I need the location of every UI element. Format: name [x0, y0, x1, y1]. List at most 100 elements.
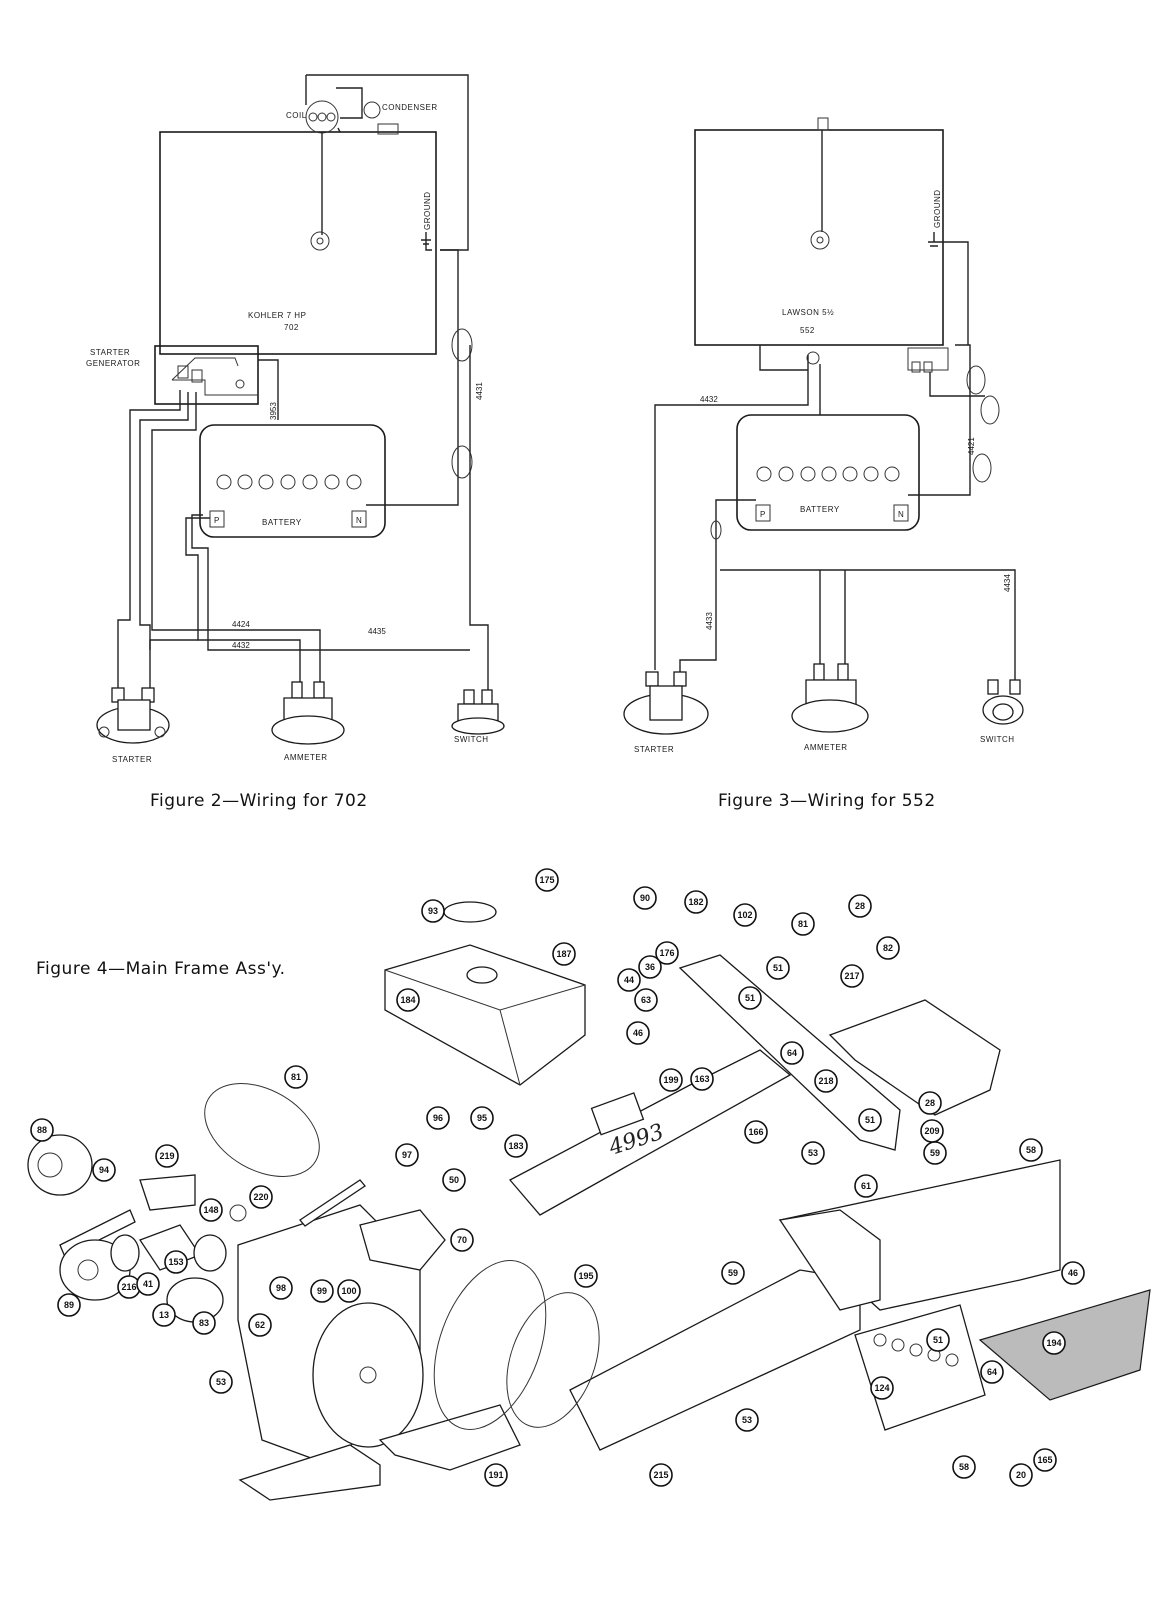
callout-circle	[450, 1228, 474, 1252]
callout-163: 163	[690, 1067, 714, 1091]
callout-number: 199	[663, 1075, 678, 1085]
callout-number: 165	[1037, 1455, 1052, 1465]
callout-circle	[1019, 1138, 1043, 1162]
switch-icon-552	[982, 679, 1024, 725]
wire-4434: 4434	[1003, 574, 1012, 592]
callout-53: 53	[801, 1141, 825, 1165]
fuel-tank	[384, 944, 586, 1086]
callout-circle	[574, 1264, 598, 1288]
callout-number: 13	[159, 1310, 169, 1320]
label-starter-generator-1: STARTER	[90, 348, 130, 357]
engine-terminal-icon	[310, 231, 330, 251]
callout-64: 64	[980, 1360, 1004, 1384]
callout-number: 209	[924, 1126, 939, 1136]
callout-number: 28	[855, 901, 865, 911]
callout-number: 61	[861, 1181, 871, 1191]
callout-circle	[199, 1198, 223, 1222]
callout-circle	[870, 1376, 894, 1400]
callout-number: 90	[640, 893, 650, 903]
callout-number: 53	[216, 1377, 226, 1387]
label-ground-552: GROUND	[933, 189, 942, 228]
callout-89: 89	[57, 1293, 81, 1317]
coupler-153	[193, 1234, 227, 1272]
callout-number: 215	[653, 1470, 668, 1480]
engine-base	[238, 1444, 381, 1501]
callout-number: 81	[291, 1072, 301, 1082]
callout-194: 194	[1042, 1331, 1066, 1355]
wire-4433: 4433	[705, 612, 714, 630]
callout-124: 124	[870, 1376, 894, 1400]
callout-circle	[30, 1118, 54, 1142]
callout-number: 220	[253, 1192, 268, 1202]
callout-216: 216	[117, 1275, 141, 1299]
callout-46: 46	[1061, 1261, 1085, 1285]
spring-216	[110, 1234, 140, 1272]
callout-number: 195	[578, 1271, 593, 1281]
callout-circle	[552, 942, 576, 966]
callout-circle	[535, 868, 559, 892]
callout-62: 62	[248, 1313, 272, 1337]
callout-219: 219	[155, 1144, 179, 1168]
callout-circle	[735, 1408, 759, 1432]
label-ammeter-702: AMMETER	[284, 753, 328, 762]
callout-number: 217	[844, 971, 859, 981]
callout-circle	[1061, 1261, 1085, 1285]
wire-4432-552: 4432	[700, 395, 718, 404]
callout-circle	[690, 1067, 714, 1091]
engine-box-702	[159, 131, 437, 355]
callout-circle	[780, 1041, 804, 1065]
callout-circle	[721, 1261, 745, 1285]
pulley-88	[27, 1134, 93, 1196]
callout-circle	[395, 1143, 419, 1167]
engine-flywheel	[312, 1302, 424, 1448]
callout-circle	[848, 894, 872, 918]
callout-circle	[733, 903, 757, 927]
callout-36: 36	[638, 955, 662, 979]
callout-circle	[684, 890, 708, 914]
callout-96: 96	[426, 1106, 450, 1130]
elbow-219	[139, 1174, 196, 1211]
callout-165: 165	[1033, 1448, 1057, 1472]
callout-circle	[617, 968, 641, 992]
callout-51: 51	[926, 1328, 950, 1352]
callout-220: 220	[249, 1185, 273, 1209]
callout-199: 199	[659, 1068, 683, 1092]
label-condenser: CONDENSER	[382, 103, 438, 112]
label-engine-702: 702	[284, 323, 299, 332]
callout-circle	[858, 1108, 882, 1132]
label-engine-kohler: KOHLER 7 HP	[248, 311, 306, 320]
callout-41: 41	[136, 1272, 160, 1296]
callout-93: 93	[421, 899, 445, 923]
callout-94: 94	[92, 1158, 116, 1182]
label-engine-lawson: LAWSON 5½	[782, 308, 834, 317]
callout-218: 218	[814, 1069, 838, 1093]
callout-number: 58	[1026, 1145, 1036, 1155]
callout-51: 51	[738, 986, 762, 1010]
callout-circle	[633, 886, 657, 910]
callout-circle	[840, 964, 864, 988]
ammeter-icon-552	[791, 663, 869, 733]
callout-number: 46	[1068, 1268, 1078, 1278]
callout-circle	[504, 1134, 528, 1158]
callout-number: 44	[624, 975, 634, 985]
callout-circle	[791, 912, 815, 936]
mounting-plate-191	[378, 1404, 521, 1471]
battery-702	[199, 424, 386, 538]
callout-circle	[876, 936, 900, 960]
callout-51: 51	[858, 1108, 882, 1132]
callout-70: 70	[450, 1228, 474, 1252]
callout-53: 53	[735, 1408, 759, 1432]
callout-number: 96	[433, 1113, 443, 1123]
callout-circle	[923, 1141, 947, 1165]
battery-cells	[216, 474, 362, 490]
callout-number: 81	[798, 919, 808, 929]
callout-circle	[249, 1185, 273, 1209]
callout-166: 166	[744, 1120, 768, 1144]
callout-number: 182	[688, 897, 703, 907]
callout-number: 93	[428, 906, 438, 916]
callout-circle	[766, 956, 790, 980]
callout-13: 13	[152, 1303, 176, 1327]
callout-102: 102	[733, 903, 757, 927]
